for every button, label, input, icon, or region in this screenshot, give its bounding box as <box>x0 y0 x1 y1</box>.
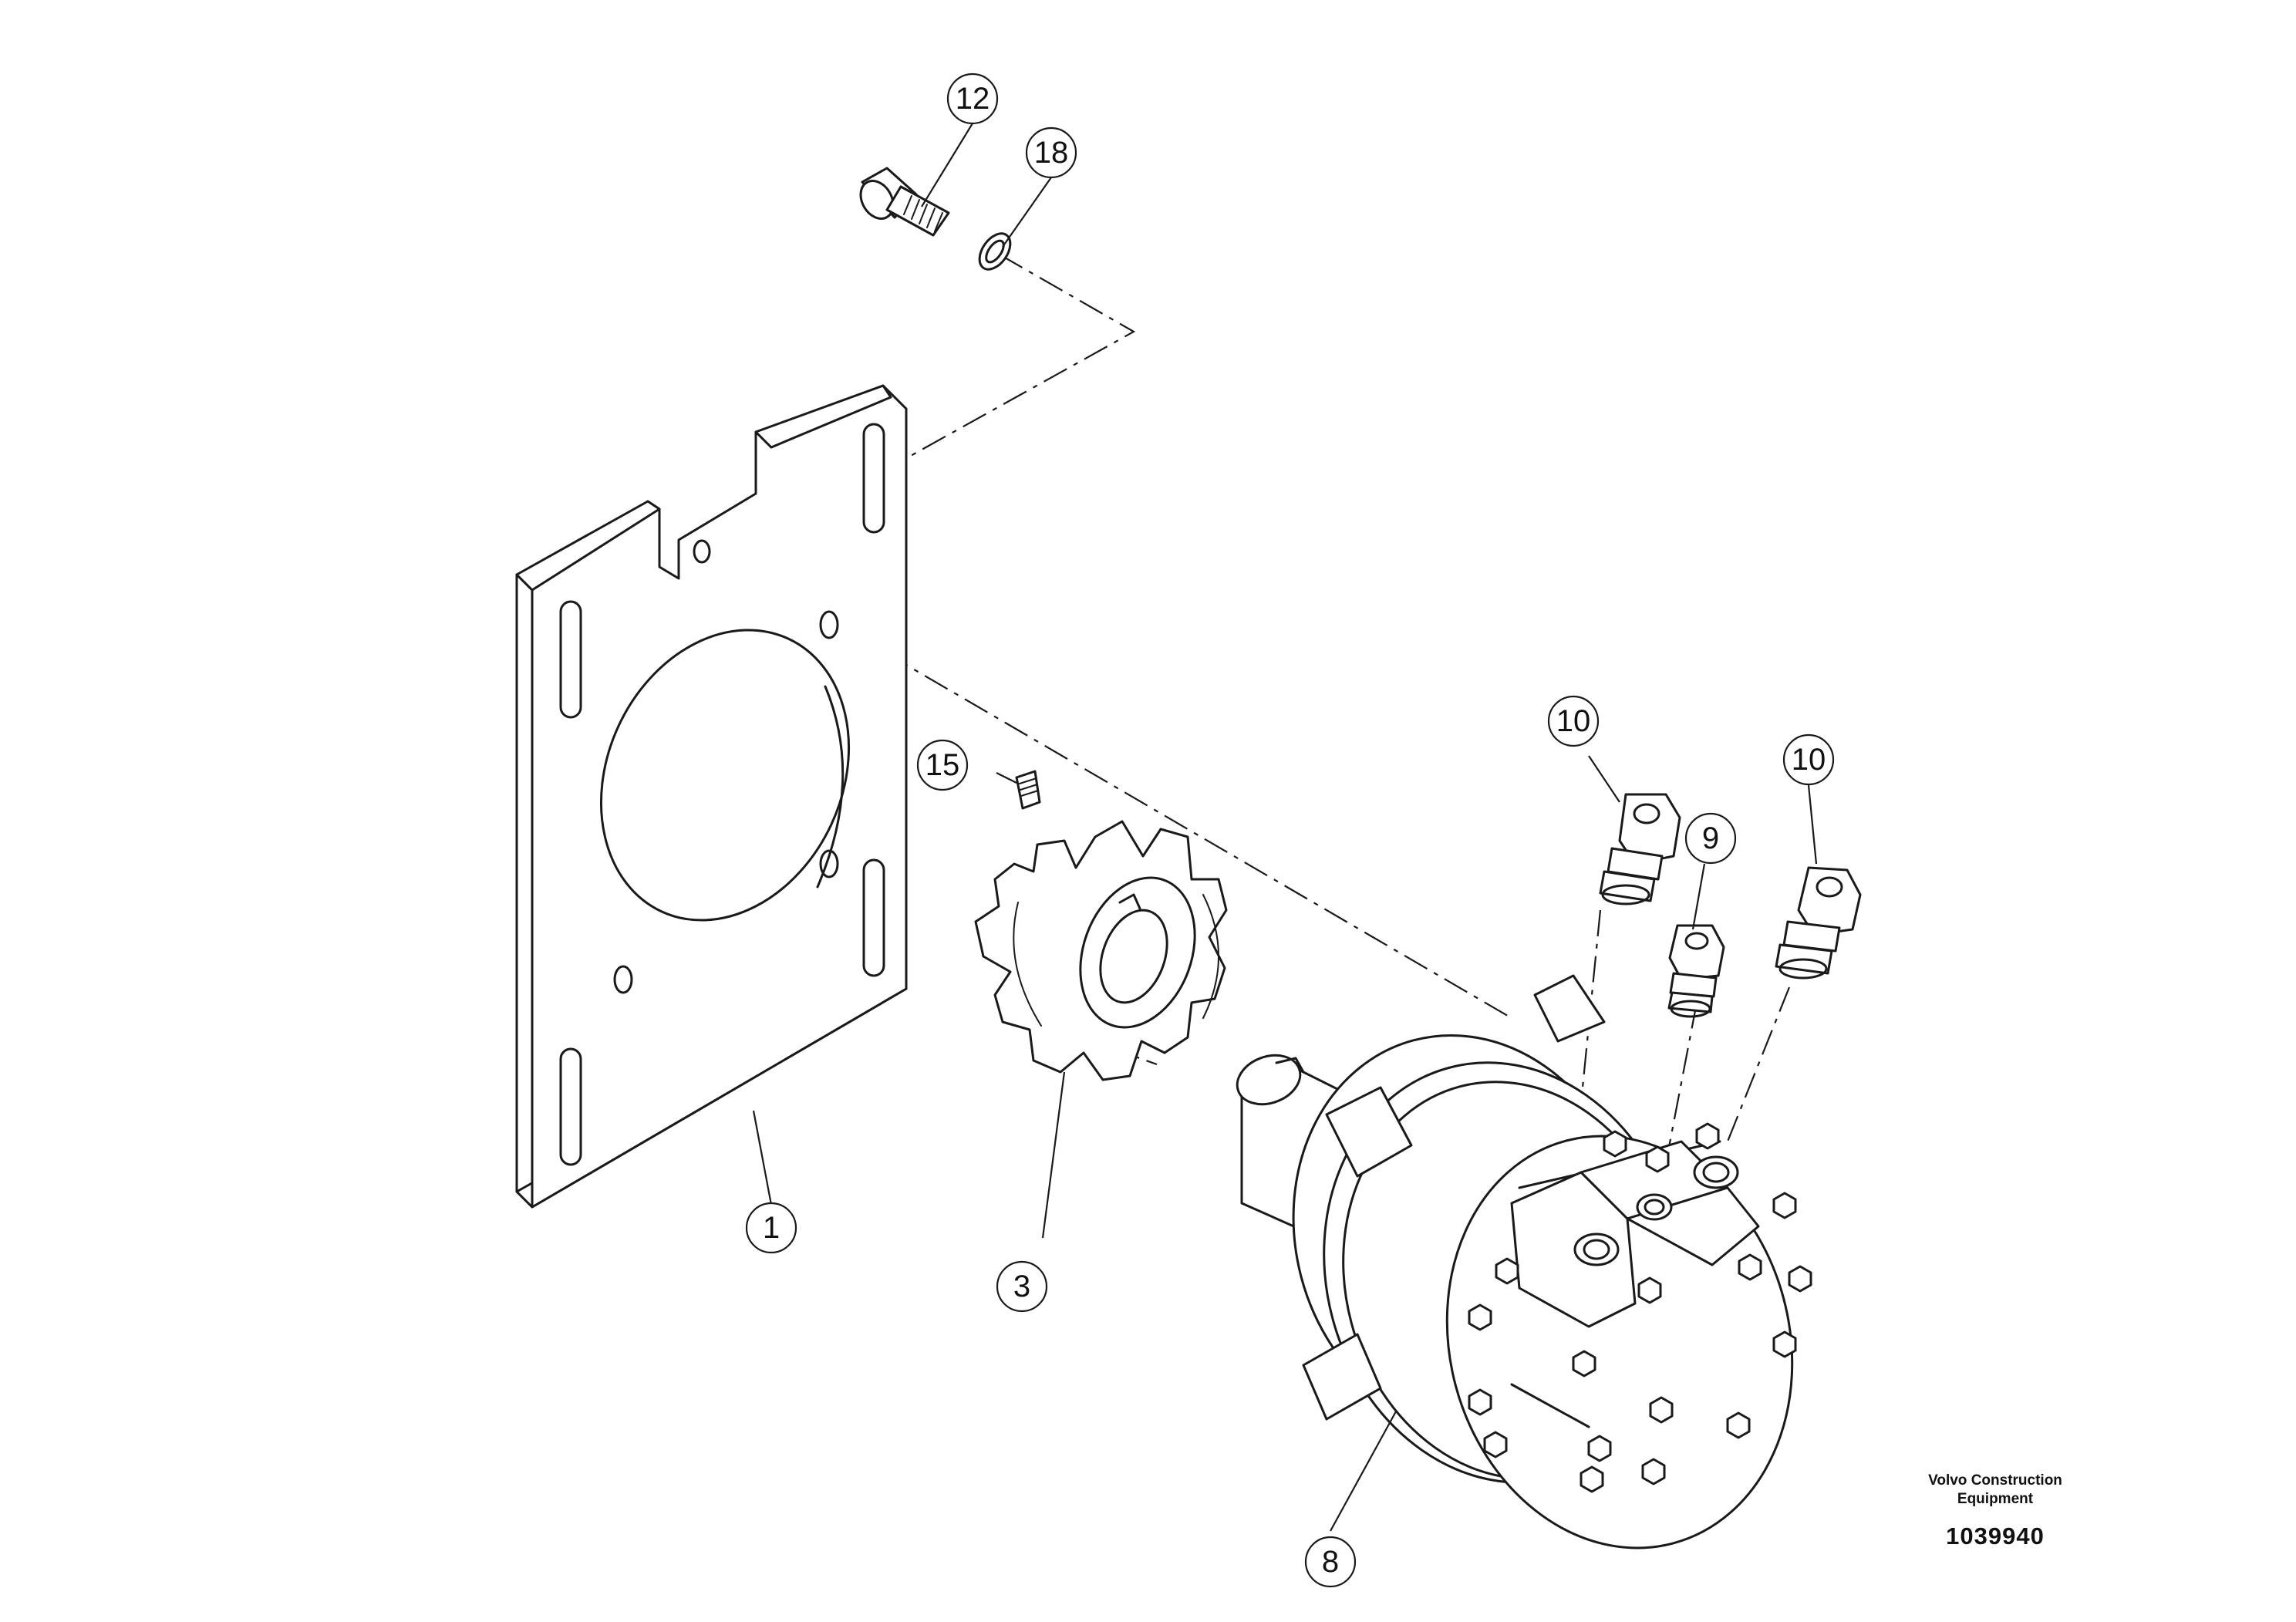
callout-10-left: 10 <box>1547 695 1600 747</box>
svg-text:1: 1 <box>763 1211 780 1245</box>
sprocket-part-3 <box>974 820 1228 1081</box>
hose-fitting-part-10-right <box>1775 866 1862 980</box>
callout-8: 8 <box>1304 1536 1357 1588</box>
washer-part-18 <box>978 232 1012 271</box>
callout-10-right: 10 <box>1782 733 1835 786</box>
leader-lines <box>752 123 1818 1532</box>
svg-text:8: 8 <box>1322 1545 1339 1579</box>
callout-3: 3 <box>996 1260 1048 1313</box>
drain-fitting-part-9 <box>1667 924 1725 1018</box>
svg-text:10: 10 <box>1556 704 1591 738</box>
drawing-number: 1039940 <box>1946 1523 2045 1549</box>
motor-cover-bolts <box>1468 1122 1812 1493</box>
callout-18: 18 <box>1025 126 1077 179</box>
set-screw-part-15 <box>1015 770 1041 810</box>
svg-text:10: 10 <box>1792 743 1826 777</box>
mounting-plate-part-1 <box>515 384 908 1209</box>
hose-fitting-part-10-left <box>1599 793 1681 905</box>
callout-1: 1 <box>745 1202 797 1254</box>
callout-9: 9 <box>1684 812 1737 865</box>
drawing-credit-block: Volvo Construction Equipment 1039940 <box>1880 1472 2111 1550</box>
manufacturer-line-1: Volvo Construction <box>1928 1472 2062 1489</box>
manufacturer-line-2: Equipment <box>1957 1491 2034 1507</box>
bolt-part-12 <box>859 167 950 237</box>
svg-text:18: 18 <box>1034 136 1069 170</box>
callout-12: 12 <box>946 73 999 125</box>
svg-text:12: 12 <box>956 82 990 116</box>
svg-text:15: 15 <box>925 748 960 782</box>
svg-text:9: 9 <box>1702 821 1719 855</box>
hydraulic-motor-part-8 <box>1236 974 1812 1549</box>
svg-text:3: 3 <box>1013 1270 1030 1303</box>
callout-15: 15 <box>916 739 969 791</box>
